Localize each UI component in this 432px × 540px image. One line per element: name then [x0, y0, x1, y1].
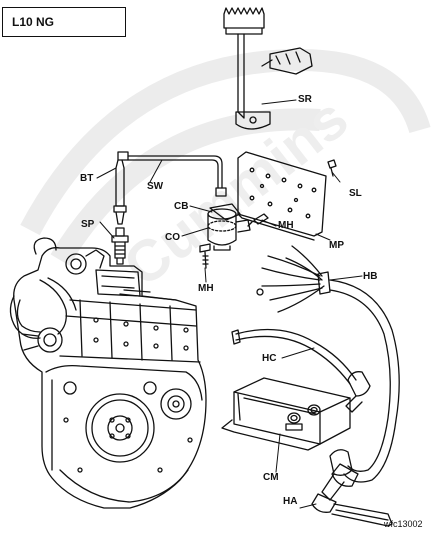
spark-plug-wire	[113, 151, 227, 225]
diagram-title: L10 NG	[2, 7, 126, 37]
callout-sp: SP	[81, 219, 95, 230]
watermark-graphic	[20, 48, 431, 266]
leader-lines	[96, 99, 363, 509]
callout-sr: SR	[298, 94, 312, 105]
screw-mh-bottom	[199, 243, 211, 269]
callout-cm: CM	[263, 472, 279, 483]
engine	[9, 237, 207, 509]
callout-bt: BT	[80, 173, 94, 184]
callout-ha: HA	[283, 496, 298, 507]
screw-sl	[327, 159, 337, 177]
harness-adapter-ha	[311, 449, 393, 527]
callout-cb: CB	[174, 201, 189, 212]
figure-id: wfc13002	[384, 519, 423, 529]
ignition-coil	[207, 203, 251, 251]
callout-mh-top: MH	[278, 220, 294, 231]
callout-hb: HB	[363, 271, 378, 282]
callout-sl: SL	[349, 188, 362, 199]
wiring-harness-hc	[231, 328, 357, 385]
mounting-plate	[237, 151, 327, 241]
spark-plug	[111, 227, 129, 265]
callout-sw: SW	[147, 181, 164, 192]
callout-hc: HC	[262, 353, 277, 364]
screw-mh-top	[247, 213, 269, 227]
control-module	[221, 377, 351, 451]
callout-mh-bottom: MH	[198, 283, 214, 294]
wiring-harness-hb	[256, 245, 400, 487]
wire-bracket-sr	[223, 7, 313, 130]
callout-co: CO	[165, 232, 180, 243]
callout-mp: MP	[329, 240, 344, 251]
